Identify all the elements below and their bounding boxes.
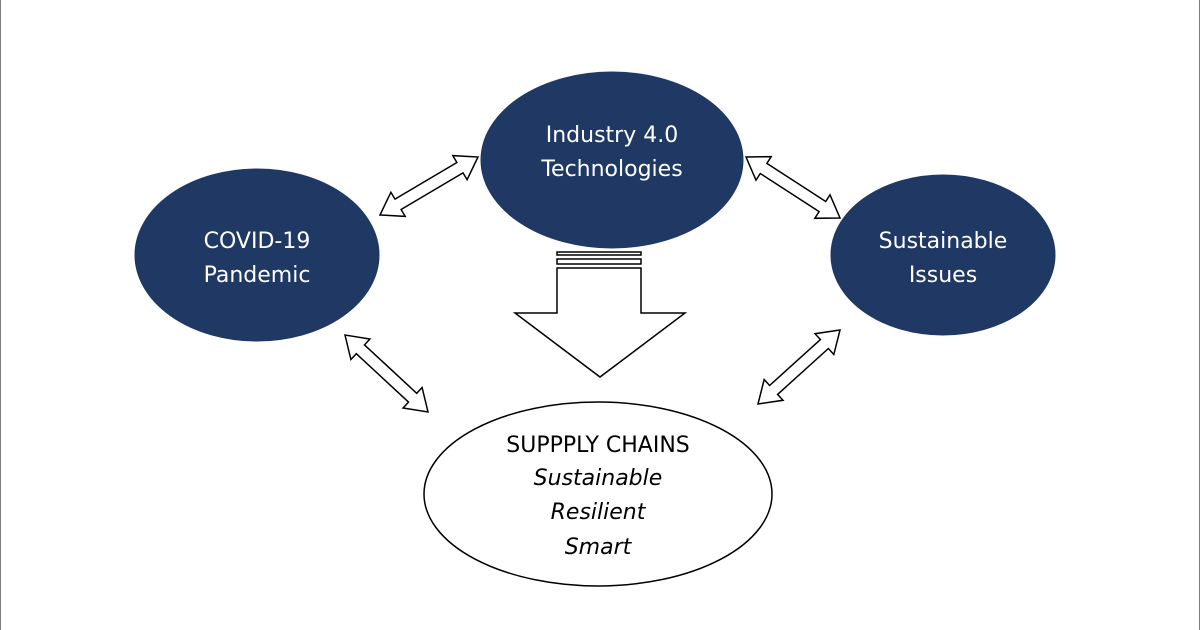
double-arrows [344,154,842,413]
node-industry-shape [480,71,744,249]
node-sustainable-shape [830,174,1056,336]
double-arrow-industry-sustainable [744,155,842,220]
double-arrow-covid-supply [344,334,429,413]
down-arrow [512,251,688,378]
node-covid-line1: COVID-19 [204,229,311,254]
down-arrow-stripe-2 [556,258,642,265]
double-arrow-covid-industry [378,154,480,218]
supply-chains-item-resilient: Resilient [551,500,647,525]
node-supply-chains: SUPPPLY CHAINS Sustainable Resilient Sma… [423,401,773,587]
node-covid-19: COVID-19 Pandemic [134,168,380,342]
node-industry-4-0: Industry 4.0 Technologies [480,71,744,249]
node-industry-line1: Industry 4.0 [546,123,678,148]
supply-chains-title: SUPPPLY CHAINS [506,433,690,458]
node-supply-chains-shape [423,401,773,587]
double-arrow-sustainable-supply [756,329,842,405]
node-sustainable-issues: Sustainable Issues [830,174,1056,336]
down-arrow-body [512,267,688,378]
node-industry-line2: Technologies [540,157,682,182]
node-sustainable-line1: Sustainable [879,229,1008,254]
supply-chains-item-sustainable: Sustainable [534,466,663,491]
down-arrow-stripe-1 [556,251,642,256]
supply-chains-item-smart: Smart [565,535,633,560]
node-covid-line2: Pandemic [204,263,311,288]
node-covid-shape [134,168,380,342]
node-sustainable-line2: Issues [909,263,977,288]
